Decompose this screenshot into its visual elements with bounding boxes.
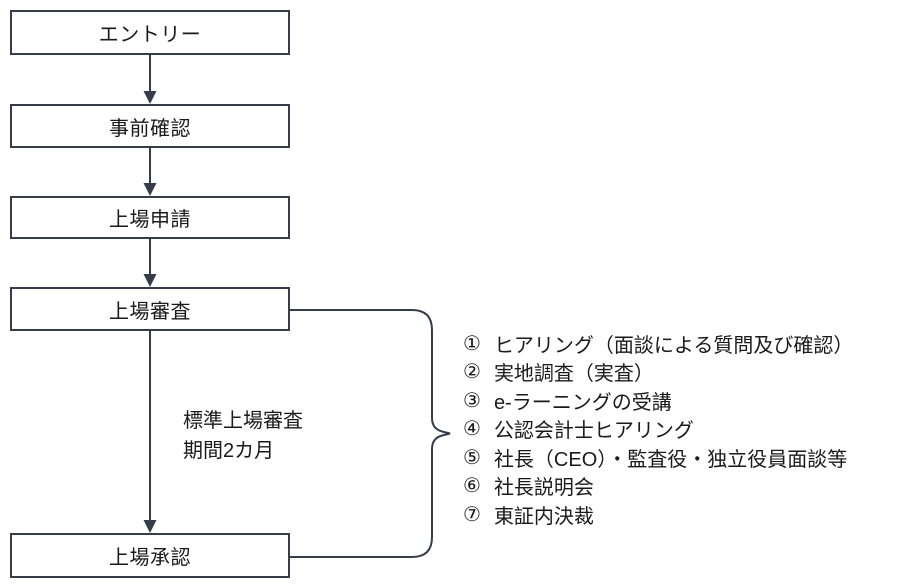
circled-number-5: ⑤ bbox=[463, 446, 481, 469]
list-item-4-text: 公認会計士ヒアリング bbox=[493, 420, 694, 443]
list-item-7-text: 東証内決裁 bbox=[493, 505, 594, 528]
flow-step-listing-application-label: 上場申請 bbox=[109, 209, 191, 231]
list-item-4: ④ 公認会計士ヒアリング bbox=[463, 415, 853, 444]
list-item-6-text: 社長説明会 bbox=[493, 477, 594, 500]
examination-items-list: ① ヒアリング（面談による質問及び確認） ② 実地調査（実査） ③ e-ラーニン… bbox=[463, 329, 853, 529]
list-item-3: ③ e-ラーニングの受講 bbox=[463, 386, 853, 415]
arrow-step2-to-step3 bbox=[143, 148, 157, 196]
list-item-5: ⑤ 社長（CEO）・監査役・独立役員面談等 bbox=[463, 443, 853, 472]
examination-period-note-line2: 期間2カ月 bbox=[183, 440, 275, 462]
flow-step-pre-confirmation-label: 事前確認 bbox=[109, 117, 191, 140]
list-item-6: ⑥ 社長説明会 bbox=[463, 472, 853, 501]
arrow-step3-to-step4 bbox=[143, 239, 157, 287]
flow-step-listing-approval-label: 上場承認 bbox=[109, 547, 191, 569]
examination-period-note: 標準上場審査 期間2カ月 bbox=[183, 406, 303, 466]
circled-number-1: ① bbox=[463, 332, 481, 355]
list-item-5-text: 社長（CEO）・監査役・独立役員面談等 bbox=[493, 448, 848, 471]
flow-step-listing-application: 上場申請 bbox=[10, 196, 290, 239]
circled-number-7: ⑦ bbox=[463, 503, 481, 526]
list-item-2: ② 実地調査（実査） bbox=[463, 358, 853, 387]
brace-shape bbox=[290, 309, 451, 558]
circled-number-3: ③ bbox=[463, 389, 481, 412]
list-item-3-text: e-ラーニングの受講 bbox=[493, 391, 672, 414]
list-item-2-text: 実地調査（実査） bbox=[493, 363, 654, 386]
list-item-1-text: ヒアリング（面談による質問及び確認） bbox=[493, 334, 854, 357]
circled-number-2: ② bbox=[463, 361, 481, 384]
flow-step-listing-approval: 上場承認 bbox=[10, 533, 290, 578]
examination-period-note-line1: 標準上場審査 bbox=[183, 410, 303, 432]
flow-step-listing-examination-label: 上場審査 bbox=[109, 300, 191, 323]
flow-step-entry-label: エントリー bbox=[98, 24, 202, 46]
flow-step-entry: エントリー bbox=[10, 10, 290, 55]
list-item-7: ⑦ 東証内決裁 bbox=[463, 500, 853, 529]
flow-step-listing-examination: 上場審査 bbox=[10, 287, 290, 331]
circled-number-4: ④ bbox=[463, 418, 481, 441]
circled-number-6: ⑥ bbox=[463, 475, 481, 498]
flow-step-pre-confirmation: 事前確認 bbox=[10, 104, 290, 148]
arrow-step4-to-step5 bbox=[143, 331, 157, 533]
arrow-step1-to-step2 bbox=[143, 55, 157, 104]
list-item-1: ① ヒアリング（面談による質問及び確認） bbox=[463, 329, 853, 358]
